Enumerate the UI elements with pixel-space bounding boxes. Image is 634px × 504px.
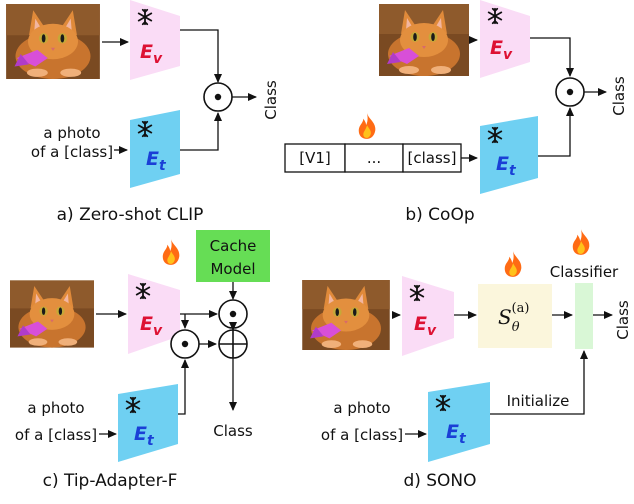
prompt-c-line2: of a [class] (15, 426, 97, 444)
image-encoder-b (480, 0, 530, 78)
caption-d: d) SONO (403, 471, 476, 491)
svg-text:Et: Et (496, 153, 517, 179)
fire-icon (358, 113, 376, 139)
cat-image-a (6, 4, 100, 79)
cat-image-d (302, 280, 390, 350)
cat-image-b (379, 4, 469, 76)
prompt-a-line1: a photo (43, 124, 100, 142)
output-class-a: Class (262, 80, 280, 120)
fire-icon (162, 239, 180, 265)
fire-icon (572, 229, 590, 255)
svg-text:Ev: Ev (140, 313, 163, 339)
text-encoder-b (480, 116, 538, 194)
prompt-a-line2: of a [class] (31, 143, 113, 161)
classifier-label: Classifier (550, 263, 619, 281)
classifier-layer (575, 283, 593, 349)
output-class-c: Class (213, 422, 253, 440)
token-ellipsis (344, 143, 404, 173)
svg-text:Ev: Ev (140, 41, 163, 67)
fire-icon (504, 251, 522, 277)
output-class-b: Class (610, 76, 628, 116)
prompt-c-line1: a photo (27, 399, 84, 417)
caption-b: b) CoOp (405, 205, 474, 225)
text-encoder-d (428, 382, 490, 462)
token-class (402, 143, 462, 173)
cat-image-c (10, 280, 94, 348)
cache-model (196, 230, 270, 282)
prompt-d-line2: of a [class] (321, 426, 403, 444)
panel-d-sono: Classifier Ev Sθ(a) Class a photo of a [… (302, 229, 632, 491)
svg-text:[class]: [class] (408, 149, 457, 167)
svg-text:Ev: Ev (490, 37, 513, 63)
caption-a: a) Zero-shot CLIP (57, 205, 204, 225)
svg-text:Et: Et (134, 423, 155, 449)
image-encoder-c (128, 274, 180, 354)
text-encoder-c (118, 384, 178, 462)
adapter-s-theta (478, 284, 552, 348)
svg-text:Et: Et (146, 148, 167, 174)
panel-c-tip-adapter-f: Cache Model Ev Class a photo of a [class… (10, 230, 270, 491)
panel-a-zero-shot-clip: Ev Class a photo of a [class] Et a) Zero… (6, 0, 280, 225)
svg-text:Cache: Cache (210, 237, 257, 255)
token-v1 (284, 143, 346, 173)
prompt-d-line1: a photo (333, 399, 390, 417)
image-encoder-a (130, 0, 180, 80)
caption-c: c) Tip-Adapter-F (43, 471, 178, 491)
image-encoder-d (402, 276, 454, 356)
panel-b-coop: Ev Class [V1] ... [class] Et b) CoOp (284, 0, 628, 225)
svg-text:[V1]: [V1] (299, 149, 331, 167)
svg-text:...: ... (367, 149, 381, 167)
output-class-d: Class (614, 300, 632, 340)
svg-text:Ev: Ev (414, 313, 437, 339)
svg-text:Model: Model (210, 260, 255, 278)
svg-text:Et: Et (446, 421, 467, 447)
initialize-label: Initialize (507, 392, 570, 410)
svg-text:Sθ(a): Sθ(a) (498, 301, 529, 335)
